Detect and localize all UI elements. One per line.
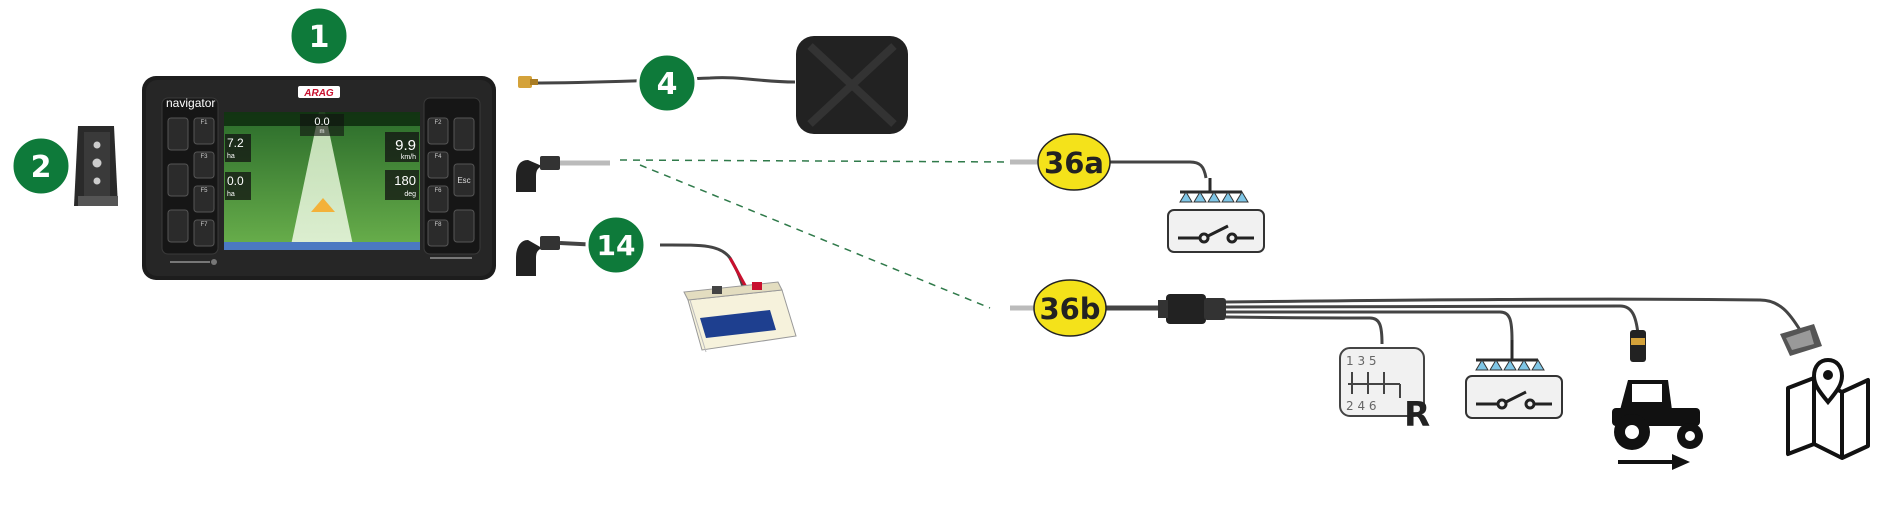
- screen-left-value1: 7.2: [227, 136, 244, 150]
- screen-left-value2: 0.0: [227, 174, 244, 188]
- screen-right-value1: 9.9: [395, 137, 416, 154]
- callout-2: 2: [10, 135, 72, 197]
- sprayer-boom-icon: [1179, 178, 1249, 203]
- key-label-f5: F5: [200, 188, 208, 194]
- key-label-f3: F3: [200, 154, 208, 160]
- dashed-link-36b: [639, 164, 991, 309]
- gearbox-top-gears: 1 3 5: [1346, 354, 1377, 368]
- callout-4-label: 4: [657, 67, 678, 102]
- mounting-bracket: [74, 126, 118, 206]
- navigator-display: [142, 76, 496, 280]
- tractor-connector: [1630, 330, 1646, 362]
- esc-key-label: Esc: [457, 176, 470, 185]
- switch-icon-36b: [1465, 375, 1563, 419]
- tractor-icon: [1612, 380, 1703, 470]
- key-label-f7: F7: [200, 222, 208, 228]
- callout-14: 14: [585, 214, 647, 276]
- battery-icon: [683, 281, 797, 353]
- key-label-f6: F6: [434, 188, 442, 194]
- screen-left-unit1: ha: [227, 153, 235, 160]
- key-label-f2: F2: [434, 120, 442, 126]
- cable-connector-upper: [516, 156, 610, 192]
- callout-4: 4: [636, 52, 698, 114]
- gps-antenna-icon: [518, 36, 908, 134]
- switch-icon: [1167, 209, 1265, 253]
- screen-left-unit2: ha: [227, 191, 235, 198]
- callout-1: 1: [288, 5, 350, 67]
- callout-2-label: 2: [31, 150, 52, 185]
- callout-36a: 36a: [1037, 133, 1111, 191]
- callout-36b: 36b: [1033, 279, 1107, 337]
- screen-right-value2: 180: [394, 173, 416, 188]
- key-label-f1: F1: [200, 120, 208, 126]
- key-label-f8: F8: [434, 222, 442, 228]
- brand-logo: ARAG: [303, 88, 334, 99]
- gearbox-bottom-gears: 2 4 6: [1346, 399, 1377, 413]
- map-connector: [1780, 324, 1822, 356]
- callout-36b-label: 36b: [1039, 292, 1100, 326]
- screen-top-unit: m: [320, 129, 325, 135]
- key-label-f4: F4: [434, 154, 442, 160]
- model-label: navigator: [166, 96, 215, 110]
- callout-36a-label: 36a: [1044, 146, 1104, 180]
- map-pin-icon: [1786, 357, 1870, 460]
- screen-right-unit1: km/h: [401, 154, 416, 161]
- screen-top-value: 0.0: [314, 116, 329, 128]
- gearbox-icon: [1339, 347, 1425, 417]
- dashed-link-36a: [619, 159, 1011, 163]
- gearbox-reverse: R: [1404, 395, 1430, 435]
- sprayer-boom-icon-36b: [1475, 340, 1545, 371]
- cable-36b-harness: [1010, 294, 1802, 345]
- screen-right-unit2: deg: [404, 191, 416, 198]
- callout-14-label: 14: [597, 229, 636, 262]
- callout-1-label: 1: [309, 20, 330, 55]
